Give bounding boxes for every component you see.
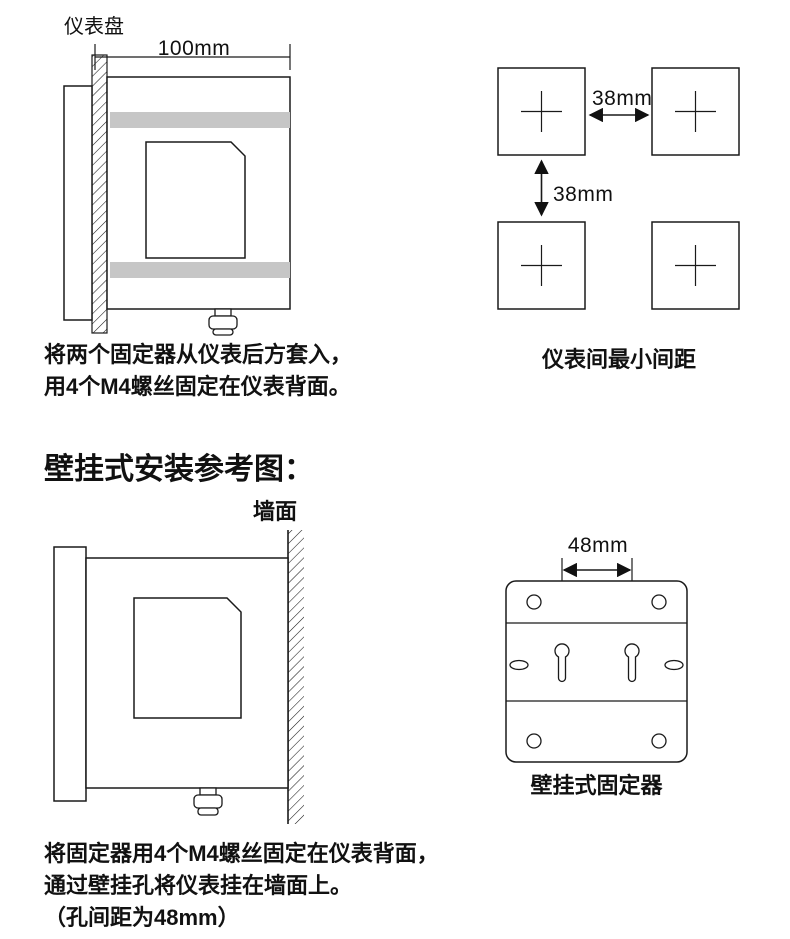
panel-mount-caption: 将两个固定器从仪表后方套入， 用4个M4螺丝固定在仪表背面。 <box>44 339 352 403</box>
spacing-caption: 仪表间最小间距 <box>541 347 696 372</box>
cable-gland <box>193 787 223 816</box>
wall-mount-heading: 壁挂式安装参考图： <box>44 453 314 486</box>
bracket-diagram <box>505 558 688 763</box>
caption-line: 将两个固定器从仪表后方套入， <box>44 342 353 367</box>
caption-line: 用4个M4螺丝固定在仪表背面。 <box>44 374 351 399</box>
bracket-hole-dim-label: 48mm <box>567 534 629 557</box>
horizontal-spacing-label: 38mm <box>592 87 653 110</box>
mounting-clamp-bar <box>110 262 290 278</box>
vertical-spacing-label: 38mm <box>553 183 614 206</box>
instrument-cutout <box>651 221 740 310</box>
wall-mount-diagram <box>53 530 304 824</box>
oval-hole <box>509 659 529 671</box>
inner-window <box>133 597 242 719</box>
front-bezel <box>53 546 87 802</box>
caption-line: 通过壁挂孔将仪表挂在墙面上。 <box>44 873 353 898</box>
bracket-plate <box>505 580 688 763</box>
inner-window <box>145 141 246 259</box>
panel-width-dim-label: 100mm <box>157 37 231 60</box>
instrument-cutout <box>497 67 586 156</box>
bracket-caption: 壁挂式固定器 <box>530 773 663 798</box>
corner-screw-holes <box>526 594 667 749</box>
front-bezel <box>63 85 93 321</box>
cable-gland <box>208 308 238 336</box>
panel-title: 仪表盘 <box>64 16 124 38</box>
instrument-cutout <box>497 221 586 310</box>
hatched-panel <box>91 54 108 334</box>
mounting-clamp-bar <box>110 112 290 128</box>
oval-hole <box>664 659 684 671</box>
caption-line: （孔间距为48mm） <box>44 905 240 930</box>
hatched-wall <box>288 530 304 824</box>
panel-mount-diagram <box>63 44 291 336</box>
spacing-diagram <box>497 67 740 310</box>
wall-mount-caption: 将固定器用4个M4螺丝固定在仪表背面， 通过壁挂孔将仪表挂在墙面上。 （孔间距为… <box>44 838 439 934</box>
center-cross-marks <box>521 91 716 286</box>
keyhole-slot <box>554 643 570 683</box>
keyhole-slot <box>624 643 640 683</box>
caption-line: 将固定器用4个M4螺丝固定在仪表背面， <box>44 841 439 866</box>
instrument-cutout <box>651 67 740 156</box>
wall-surface-label: 墙面 <box>253 499 298 524</box>
